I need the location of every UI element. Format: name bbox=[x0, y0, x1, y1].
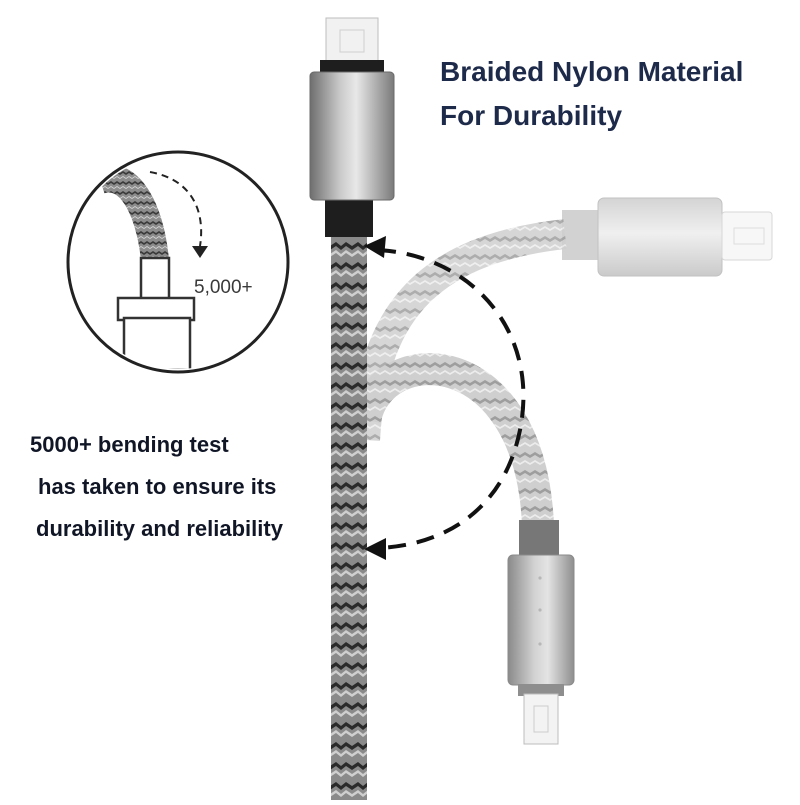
bending-test-caption: 5000+ bending test has taken to ensure i… bbox=[30, 424, 283, 550]
caption-line-2: has taken to ensure its bbox=[38, 474, 277, 499]
main-cable-strain-relief bbox=[325, 195, 373, 237]
caption-line-3: durability and reliability bbox=[36, 516, 283, 541]
bend-test-diagram-icon: 5,000+ bbox=[66, 150, 290, 374]
main-connector-top bbox=[309, 17, 395, 201]
bend-direction-arrow-icon bbox=[364, 236, 526, 560]
caption-line-1: 5000+ bending test bbox=[30, 432, 229, 457]
headline-line-1: Braided Nylon Material bbox=[440, 56, 744, 87]
faded-connector-right bbox=[562, 197, 773, 277]
headline: Braided Nylon Material For Durability bbox=[440, 50, 743, 138]
main-cable bbox=[331, 230, 367, 805]
bend-count-label: 5,000+ bbox=[194, 277, 253, 298]
headline-line-2: For Durability bbox=[440, 100, 623, 131]
faded-cable-curve-upper bbox=[350, 219, 567, 441]
cable-curve-lower bbox=[349, 353, 554, 526]
lower-connector bbox=[507, 520, 575, 745]
